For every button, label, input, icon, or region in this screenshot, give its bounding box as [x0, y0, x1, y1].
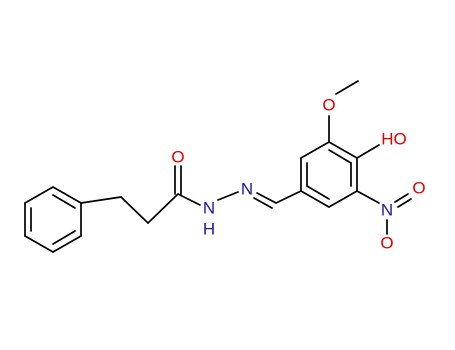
hydroxyl-label: HO — [381, 130, 407, 149]
hydroxyl-bond — [356, 144, 380, 159]
nitro-oxygen-lower-label: O — [380, 234, 393, 253]
carbonyl-oxygen-label: O — [171, 148, 184, 167]
propanoyl-chain — [80, 193, 179, 224]
amide-hydrogen-label: H — [203, 220, 215, 239]
methine-ring-bond — [275, 190, 302, 204]
hydrazone-n-n-bond — [217, 191, 239, 201]
methoxy-group — [328, 80, 359, 143]
nitro-oxygen-upper-label: O — [412, 179, 425, 198]
nitro-nitrogen-label: N — [381, 201, 393, 220]
phenyl-ring — [24, 186, 82, 253]
nitro-group-bonds — [356, 190, 412, 235]
amide-nitrogen-label: N — [203, 199, 215, 218]
amide-bond — [177, 193, 201, 206]
methoxy-oxygen-label: O — [322, 96, 335, 115]
imine-double-bond — [253, 192, 277, 209]
carbonyl-double-bond — [174, 165, 182, 195]
imine-nitrogen-label: N — [241, 180, 253, 199]
nitro-phenol-ring — [300, 141, 358, 208]
